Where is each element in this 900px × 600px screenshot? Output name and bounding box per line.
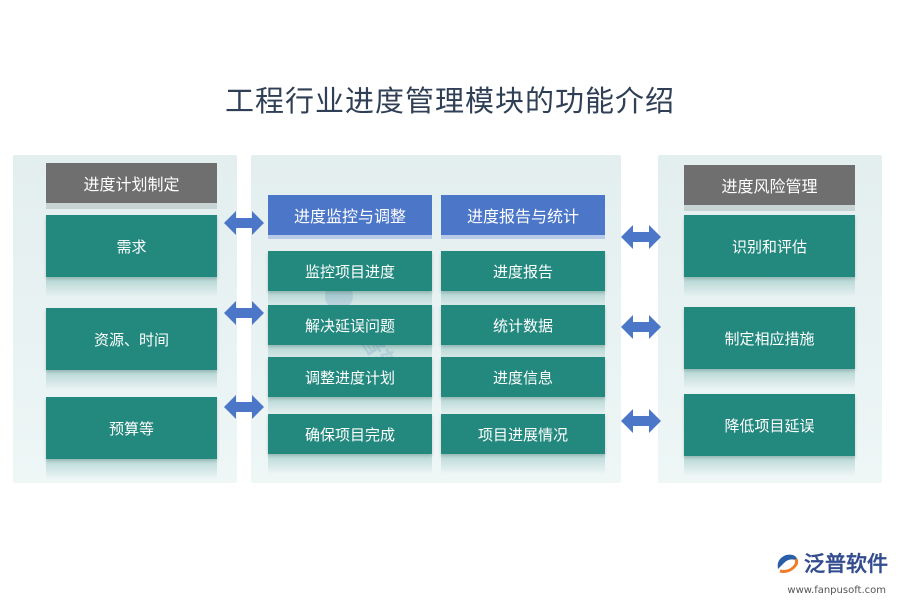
middle-col2-item-1: 进度报告 bbox=[441, 251, 605, 311]
brand-url: www.fanpusoft.com bbox=[787, 585, 886, 596]
middle-col2-item-2: 统计数据 bbox=[441, 305, 605, 365]
right-item-3: 降低项目延误 bbox=[684, 394, 855, 476]
left-item-3: 预算等 bbox=[46, 397, 217, 479]
left-item-2: 资源、时间 bbox=[46, 308, 217, 390]
left-header: 进度计划制定 bbox=[46, 163, 217, 203]
middle-col2-header: 进度报告与统计 bbox=[441, 195, 605, 235]
double-arrow-icon bbox=[224, 392, 264, 422]
middle-col1-item-3: 调整进度计划 bbox=[268, 357, 432, 417]
double-arrow-icon bbox=[621, 406, 661, 436]
middle-col1-item-1: 监控项目进度 bbox=[268, 251, 432, 311]
middle-col2-item-4: 项目进展情况 bbox=[441, 414, 605, 474]
page-title: 工程行业进度管理模块的功能介绍 bbox=[224, 84, 675, 118]
middle-col1-header: 进度监控与调整 bbox=[268, 195, 432, 235]
double-arrow-icon bbox=[621, 312, 661, 342]
brand-logo: 泛普软件 bbox=[774, 548, 888, 578]
left-item-1: 需求 bbox=[46, 215, 217, 297]
right-item-2: 制定相应措施 bbox=[684, 307, 855, 389]
middle-col1-item-4: 确保项目完成 bbox=[268, 414, 432, 474]
right-item-1: 识别和评估 bbox=[684, 215, 855, 297]
brand-mark-icon bbox=[774, 551, 800, 575]
double-arrow-icon bbox=[224, 298, 264, 328]
double-arrow-icon bbox=[224, 208, 264, 238]
middle-col2-item-3: 进度信息 bbox=[441, 357, 605, 417]
right-header: 进度风险管理 bbox=[684, 165, 855, 205]
double-arrow-icon bbox=[621, 222, 661, 252]
brand-name: 泛普软件 bbox=[804, 552, 888, 576]
middle-col1-item-2: 解决延误问题 bbox=[268, 305, 432, 365]
